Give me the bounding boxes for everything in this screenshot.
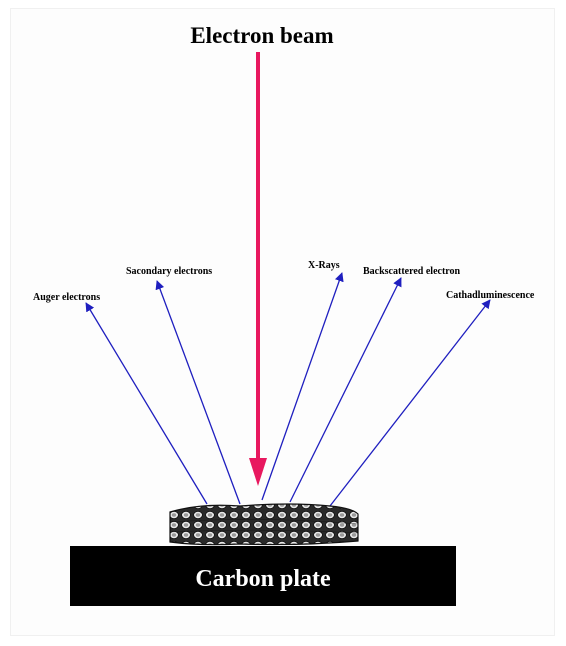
carbon-plate: [70, 546, 456, 606]
cathodoluminescence-arrow: [329, 299, 491, 507]
backscattered-electron-arrow: [289, 277, 402, 503]
secondary-electrons-arrow: [155, 280, 241, 505]
diagram-title: Electron beam: [190, 23, 333, 48]
carbon-plate-label: Carbon plate: [195, 566, 331, 592]
secondary-electrons-label: Sacondary electrons: [126, 266, 212, 277]
electron-beam-arrow: [249, 52, 267, 486]
x-rays-arrow: [261, 272, 344, 501]
auger-electrons-arrow: [85, 302, 208, 505]
cathodoluminescence-label: Cathadluminescence: [446, 290, 535, 301]
porous-sample: [169, 503, 359, 546]
x-rays-label: X-Rays: [308, 260, 340, 271]
auger-electrons-label: Auger electrons: [33, 292, 100, 303]
backscattered-electron-label: Backscattered electron: [363, 266, 461, 277]
